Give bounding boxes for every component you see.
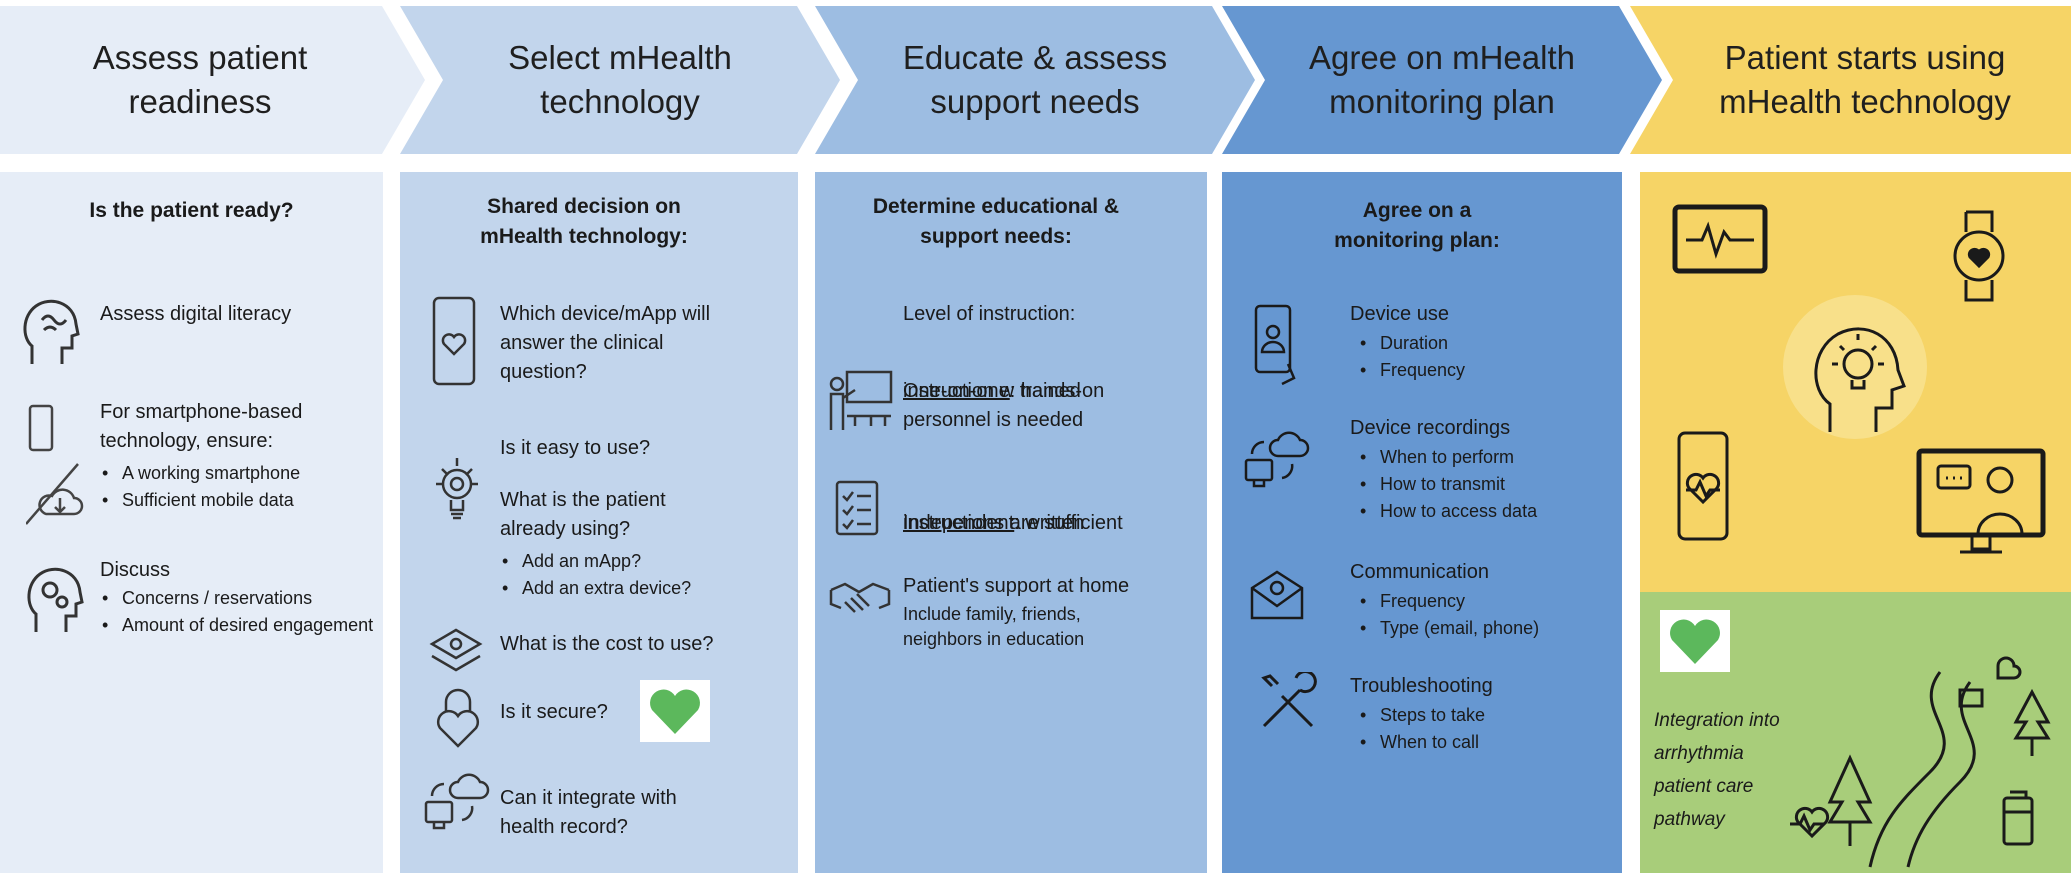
step-4-label: Agree on mHealth monitoring plan [1309, 39, 1575, 120]
select-technology-title: Shared decision on mHealth technology: [480, 195, 688, 248]
question-integrate: Can it integrate with health record? [500, 787, 677, 838]
question-easy-to-use: Is it easy to use? [500, 437, 651, 459]
email-envelope-icon [1250, 570, 1304, 620]
independent-rest: : written [1014, 512, 1085, 534]
computer-cloud-icon [424, 772, 490, 836]
patient-starts-column: Integration into arrhythmia patient care… [1640, 172, 2071, 873]
phone-user-icon [1252, 304, 1298, 386]
education-column: Determine educational & support needs: L… [815, 172, 1207, 873]
one-on-one-label: One-on-one [903, 380, 1010, 402]
list-item: Add an mApp? [502, 548, 691, 575]
smartphone-requirements: For smartphone-based technology, ensure: [100, 401, 303, 452]
question-cost: What is the cost to use? [500, 633, 714, 655]
step-3-chevron: Educate & assess support needs [815, 6, 1255, 154]
money-icon [428, 626, 484, 676]
level-of-instruction: Level of instruction: [903, 303, 1076, 325]
one-on-one-detail: instruction w trained personnel is neede… [903, 380, 1084, 431]
troubleshooting-list: Steps to take When to call [1358, 702, 1485, 756]
head-lightbulb-icon [1780, 292, 1930, 442]
discuss-label: Discuss [100, 559, 171, 581]
checklist-icon [833, 478, 883, 538]
readiness-column: Is the patient ready? Assess digital lit… [0, 172, 383, 873]
list-item: Add an extra device? [502, 575, 691, 602]
head-gears-icon [22, 562, 84, 634]
smartwatch-heart-icon [1952, 208, 2006, 304]
list-item: When to call [1360, 729, 1485, 756]
teacher-board-icon [825, 368, 895, 432]
independent-detail: instructions are sufficient [903, 512, 1123, 534]
lock-heart-icon [436, 688, 480, 748]
list-item: How to transmit [1360, 471, 1537, 498]
question-already-using: What is the patient already using? [500, 489, 666, 540]
list-item: Frequency [1360, 588, 1539, 615]
list-item: Duration [1360, 330, 1465, 357]
green-heart-icon [1660, 610, 1730, 672]
integration-text: Integration into arrhythmia patient care… [1654, 710, 1780, 830]
one-on-one-rest: : hands-on [1009, 380, 1105, 402]
list-item: When to perform [1360, 444, 1537, 471]
step-1-chevron: Assess patient readiness [0, 6, 425, 154]
list-item: How to access data [1360, 498, 1537, 525]
monitoring-plan-title: Agree on a monitoring plan: [1334, 199, 1500, 252]
step-2-label: Select mHealth technology [508, 39, 732, 120]
support-at-home-detail: Include family, friends, neighbors in ed… [903, 604, 1085, 649]
support-at-home: Patient's support at home [903, 575, 1130, 597]
communication: Communication [1350, 561, 1489, 583]
smartphone-requirements-list: A working smartphone Sufficient mobile d… [100, 460, 300, 514]
assess-digital-literacy: Assess digital literacy [100, 303, 292, 325]
readiness-title: Is the patient ready? [89, 199, 294, 222]
step-1-label: Assess patient readiness [92, 39, 308, 120]
discuss-list: Concerns / reservations Amount of desire… [100, 585, 392, 639]
list-item: Amount of desired engagement [102, 612, 392, 639]
list-item: Concerns / reservations [102, 585, 392, 612]
lightbulb-icon [428, 452, 486, 532]
integration-panel: Integration into arrhythmia patient care… [1640, 592, 2071, 873]
already-using-list: Add an mApp? Add an extra device? [500, 548, 691, 602]
independent-instruction: Independent: written [903, 480, 1084, 538]
list-item: Type (email, phone) [1360, 615, 1539, 642]
list-item: A working smartphone [102, 460, 300, 487]
communication-list: Frequency Type (email, phone) [1358, 588, 1539, 642]
device-use-list: Duration Frequency [1358, 330, 1465, 384]
heart-icon [640, 680, 710, 742]
education-title: Determine educational & support needs: [872, 195, 1120, 248]
phone-heart-icon [1676, 430, 1730, 542]
one-on-one-instruction: One-on-one: hands-on [903, 348, 1104, 406]
smartphone-download-icon [26, 404, 86, 532]
question-device-choice: Which device/mApp will answer the clinic… [500, 303, 711, 383]
monitoring-plan-column: Agree on a monitoring plan: Device use D… [1222, 172, 1622, 873]
head-brain-icon [18, 294, 80, 366]
handshake-icon [829, 580, 891, 620]
question-secure: Is it secure? [500, 701, 608, 723]
select-technology-column: Shared decision on mHealth technology: W… [400, 172, 798, 873]
smartphone-heart-icon [432, 296, 476, 386]
computer-cloud-sync-icon [1244, 430, 1310, 494]
tablet-ecg-icon [1672, 204, 1768, 274]
care-pathway-icon [1790, 652, 2052, 872]
list-item: Sufficient mobile data [102, 487, 300, 514]
device-use: Device use [1350, 303, 1449, 325]
tools-icon [1258, 672, 1318, 732]
monitor-doctor-icon [1916, 448, 2046, 560]
device-recordings: Device recordings [1350, 417, 1511, 439]
device-recordings-list: When to perform How to transmit How to a… [1358, 444, 1537, 525]
list-item: Steps to take [1360, 702, 1485, 729]
step-2-chevron: Select mHealth technology [400, 6, 840, 154]
troubleshooting: Troubleshooting [1350, 675, 1493, 697]
step-5-label: Patient starts using mHealth technology [1719, 39, 2011, 120]
step-5-chevron: Patient starts using mHealth technology [1630, 6, 2071, 154]
step-3-label: Educate & assess support needs [902, 39, 1168, 120]
list-item: Frequency [1360, 357, 1465, 384]
independent-label: Independent [903, 512, 1015, 534]
step-4-chevron: Agree on mHealth monitoring plan [1222, 6, 1662, 154]
